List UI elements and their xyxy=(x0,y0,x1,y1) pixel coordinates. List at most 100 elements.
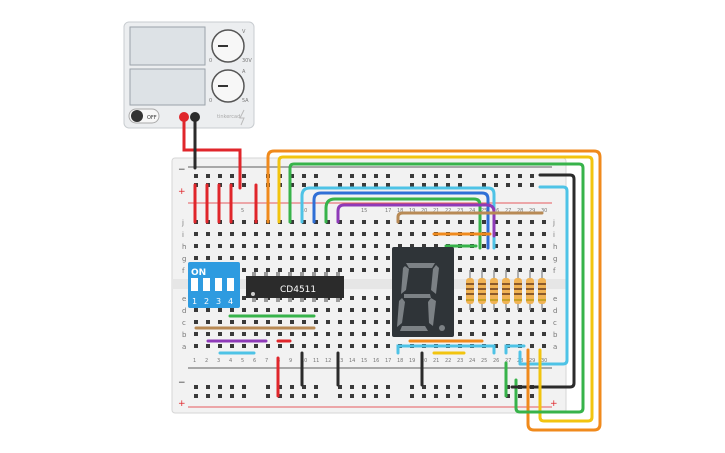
breadboard-hole[interactable] xyxy=(422,244,426,248)
breadboard-hole[interactable] xyxy=(266,256,270,260)
purple-jumper[interactable] xyxy=(336,203,496,238)
resistor-array[interactable] xyxy=(466,270,546,310)
breadboard-hole[interactable] xyxy=(350,220,354,224)
breadboard-hole[interactable] xyxy=(482,394,486,398)
orange-loop-wire[interactable] xyxy=(266,149,602,432)
breadboard-hole[interactable] xyxy=(530,308,534,312)
breadboard-hole[interactable] xyxy=(434,385,438,389)
breadboard-hole[interactable] xyxy=(254,232,258,236)
breadboard-hole[interactable] xyxy=(230,344,234,348)
breadboard-hole[interactable] xyxy=(290,220,294,224)
breadboard-hole[interactable] xyxy=(482,385,486,389)
breadboard-hole[interactable] xyxy=(494,332,498,336)
blue-jumper[interactable] xyxy=(312,191,490,250)
breadboard-hole[interactable] xyxy=(518,174,522,178)
breadboard-hole[interactable] xyxy=(542,244,546,248)
breadboard-hole[interactable] xyxy=(374,296,378,300)
breadboard-hole[interactable] xyxy=(422,183,426,187)
breadboard-hole[interactable] xyxy=(314,268,318,272)
breadboard-hole[interactable] xyxy=(530,174,534,178)
breadboard-hole[interactable] xyxy=(254,244,258,248)
seven-segment-display[interactable] xyxy=(392,247,454,337)
breadboard-hole[interactable] xyxy=(482,244,486,248)
breadboard-hole[interactable] xyxy=(446,220,450,224)
breadboard-hole[interactable] xyxy=(266,394,270,398)
breadboard-hole[interactable] xyxy=(458,394,462,398)
breadboard-hole[interactable] xyxy=(194,332,198,336)
breadboard-hole[interactable] xyxy=(362,308,366,312)
breadboard-hole[interactable] xyxy=(194,385,198,389)
breadboard-hole[interactable] xyxy=(494,344,498,348)
breadboard-hole[interactable] xyxy=(374,174,378,178)
breadboard-hole[interactable] xyxy=(266,232,270,236)
breadboard-hole[interactable] xyxy=(338,244,342,248)
breadboard-hole[interactable] xyxy=(494,394,498,398)
breadboard-hole[interactable] xyxy=(350,296,354,300)
breadboard-hole[interactable] xyxy=(278,268,282,272)
breadboard-hole[interactable] xyxy=(338,232,342,236)
breadboard-hole[interactable] xyxy=(314,332,318,336)
breadboard-hole[interactable] xyxy=(194,308,198,312)
green-loop-wire[interactable] xyxy=(288,162,585,414)
breadboard-hole[interactable] xyxy=(290,232,294,236)
breadboard-hole[interactable] xyxy=(362,174,366,178)
breadboard-hole[interactable] xyxy=(482,332,486,336)
breadboard-hole[interactable] xyxy=(278,308,282,312)
breadboard-hole[interactable] xyxy=(338,268,342,272)
breadboard-hole[interactable] xyxy=(518,183,522,187)
breadboard-hole[interactable] xyxy=(266,344,270,348)
breadboard-hole[interactable] xyxy=(494,268,498,272)
breadboard-hole[interactable] xyxy=(314,174,318,178)
breadboard-hole[interactable] xyxy=(302,344,306,348)
breadboard-hole[interactable] xyxy=(386,256,390,260)
breadboard-hole[interactable] xyxy=(290,344,294,348)
breadboard-hole[interactable] xyxy=(362,268,366,272)
breadboard-hole[interactable] xyxy=(218,174,222,178)
breadboard-hole[interactable] xyxy=(518,220,522,224)
breadboard-hole[interactable] xyxy=(386,268,390,272)
breadboard-hole[interactable] xyxy=(518,308,522,312)
breadboard-hole[interactable] xyxy=(302,394,306,398)
cyan-jumper-bottom-3[interactable] xyxy=(504,344,526,355)
breadboard-hole[interactable] xyxy=(350,256,354,260)
breadboard-hole[interactable] xyxy=(278,320,282,324)
breadboard-hole[interactable] xyxy=(254,344,258,348)
black-loop-wire[interactable] xyxy=(510,173,576,389)
breadboard-hole[interactable] xyxy=(266,268,270,272)
breadboard-hole[interactable] xyxy=(362,296,366,300)
dip-toggle-1[interactable] xyxy=(191,278,198,291)
breadboard-hole[interactable] xyxy=(386,232,390,236)
breadboard-hole[interactable] xyxy=(542,256,546,260)
breadboard-hole[interactable] xyxy=(530,244,534,248)
breadboard-hole[interactable] xyxy=(506,320,510,324)
breadboard-hole[interactable] xyxy=(530,332,534,336)
breadboard-hole[interactable] xyxy=(338,220,342,224)
resistor[interactable] xyxy=(514,270,522,310)
breadboard-hole[interactable] xyxy=(302,256,306,260)
breadboard-hole[interactable] xyxy=(446,174,450,178)
resistor[interactable] xyxy=(490,270,498,310)
breadboard-hole[interactable] xyxy=(314,183,318,187)
breadboard-hole[interactable] xyxy=(494,308,498,312)
breadboard-hole[interactable] xyxy=(506,385,510,389)
breadboard-hole[interactable] xyxy=(242,220,246,224)
breadboard-hole[interactable] xyxy=(290,332,294,336)
breadboard-hole[interactable] xyxy=(506,183,510,187)
breadboard-hole[interactable] xyxy=(218,256,222,260)
breadboard-hole[interactable] xyxy=(314,232,318,236)
power-supply[interactable]: V 30V 0 A 5A 0 OFF tinkercad xyxy=(123,21,255,129)
dip-toggle-4[interactable] xyxy=(227,278,234,291)
breadboard-hole[interactable] xyxy=(518,332,522,336)
breadboard-hole[interactable] xyxy=(206,232,210,236)
breadboard-hole[interactable] xyxy=(530,183,534,187)
breadboard-hole[interactable] xyxy=(338,256,342,260)
breadboard-hole[interactable] xyxy=(434,174,438,178)
breadboard-hole[interactable] xyxy=(494,220,498,224)
breadboard-hole[interactable] xyxy=(242,394,246,398)
breadboard-hole[interactable] xyxy=(314,220,318,224)
breadboard-hole[interactable] xyxy=(494,183,498,187)
breadboard-hole[interactable] xyxy=(362,344,366,348)
breadboard-hole[interactable] xyxy=(530,344,534,348)
breadboard-hole[interactable] xyxy=(506,308,510,312)
breadboard-hole[interactable] xyxy=(410,385,414,389)
